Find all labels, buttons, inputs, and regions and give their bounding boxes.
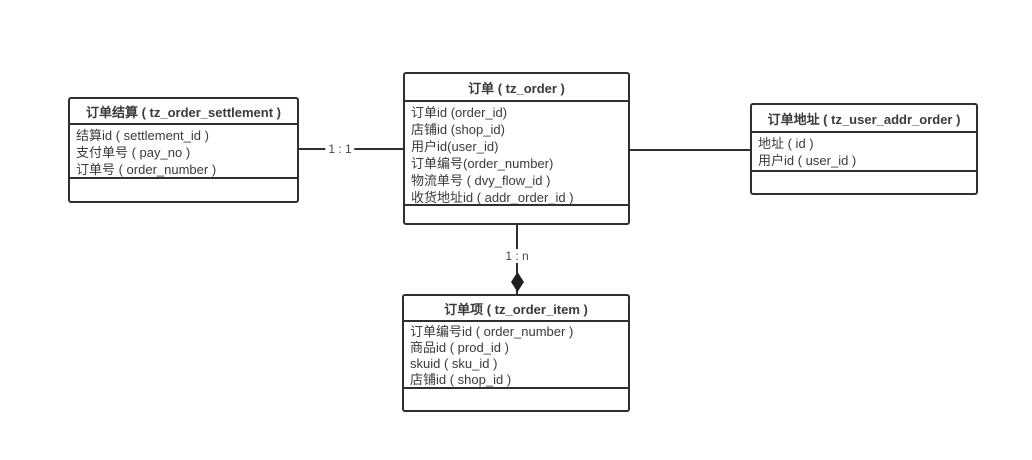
entity-order-item: 订单项 ( tz_order_item ) 订单编号id ( order_num… (402, 294, 630, 412)
field-prod-id: 商品id ( prod_id ) (410, 340, 509, 355)
field-order-number: 订单编号(order_number) (411, 156, 554, 171)
entity-order-item-fields: 订单编号id ( order_number ) 商品id ( prod_id )… (404, 322, 628, 387)
entity-order-settlement-methods-compartment (70, 177, 297, 201)
field-order-number: 订单号 ( order_number ) (76, 162, 217, 177)
field-settlement-id: 结算id ( settlement_id ) (76, 128, 209, 143)
field-item-shop-id: 店铺id ( shop_id ) (410, 372, 512, 387)
entity-user-addr-order-methods-compartment (752, 170, 976, 193)
field-addr-id: 地址 ( id ) (758, 136, 814, 151)
relation-line-order-addr (630, 149, 750, 151)
field-sku-id: skuid ( sku_id ) (410, 356, 498, 371)
entity-order-item-title: 订单项 ( tz_order_item ) (404, 296, 628, 322)
relation-label-one-to-one: 1 : 1 (325, 142, 355, 156)
entity-order-methods-compartment (405, 204, 628, 223)
entity-order-title: 订单 ( tz_order ) (405, 74, 628, 102)
relation-label-one-to-many: 1 : n (502, 249, 532, 263)
entity-order-fields: 订单id (order_id) 店铺id (shop_id) 用户id(user… (405, 102, 628, 204)
field-user-id: 用户id(user_id) (411, 139, 499, 154)
entity-user-addr-order-fields: 地址 ( id ) 用户id ( user_id ) (752, 133, 976, 170)
entity-order-settlement-title: 订单结算 ( tz_order_settlement ) (70, 99, 297, 125)
entity-order: 订单 ( tz_order ) 订单id (order_id) 店铺id (sh… (403, 72, 630, 225)
field-item-order-number: 订单编号id ( order_number ) (410, 324, 574, 339)
entity-order-settlement: 订单结算 ( tz_order_settlement ) 结算id ( sett… (68, 97, 299, 203)
field-shop-id: 店铺id (shop_id) (411, 122, 505, 137)
field-order-id: 订单id (order_id) (411, 105, 508, 120)
diamond-marker-icon (511, 272, 524, 292)
entity-order-settlement-fields: 结算id ( settlement_id ) 支付单号 ( pay_no ) 订… (70, 125, 297, 177)
field-dvy-flow-id: 物流单号 ( dvy_flow_id ) (411, 173, 551, 188)
field-addr-user-id: 用户id ( user_id ) (758, 153, 857, 168)
entity-user-addr-order-title: 订单地址 ( tz_user_addr_order ) (752, 105, 976, 133)
entity-user-addr-order: 订单地址 ( tz_user_addr_order ) 地址 ( id ) 用户… (750, 103, 978, 195)
field-addr-order-id: 收货地址id ( addr_order_id ) (411, 190, 574, 204)
entity-order-item-methods-compartment (404, 387, 628, 410)
field-pay-no: 支付单号 ( pay_no ) (76, 145, 191, 160)
